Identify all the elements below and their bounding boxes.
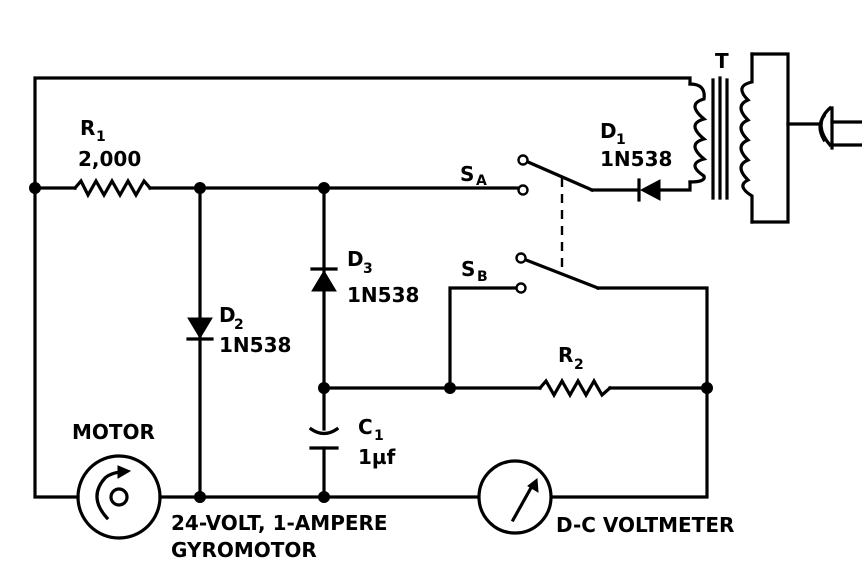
sb-upper-terminal (515, 252, 527, 264)
motor-description-line1: 24-VOLT, 1-AMPERE (171, 511, 388, 535)
c1-value-label: 1µf (358, 445, 396, 469)
capacitor-c1-curved-plate (308, 426, 340, 436)
voltmeter-label: D-C VOLTMETER (556, 513, 734, 537)
voltmeter-needle (510, 483, 535, 523)
diode-d1-triangle (639, 179, 661, 201)
wire-sb-right (596, 286, 709, 390)
wire-d1-xfmr (660, 180, 692, 192)
gyromotor: MOTOR 24-VOLT, 1-AMPERE GYROMOTOR (72, 420, 388, 562)
wire-left-rail (33, 186, 80, 499)
ac-plug-body (818, 113, 827, 143)
voltmeter-needle-arrowhead (527, 478, 539, 493)
transformer-primary-coil (688, 82, 708, 184)
r1-ref-label: R (80, 116, 95, 140)
d3-ref-label: D (347, 247, 364, 271)
r1-value-label: 2,000 (78, 147, 141, 171)
d3-value-label: 1N538 (347, 283, 419, 307)
junction-node (701, 382, 713, 394)
diode-d3-triangle (311, 270, 337, 292)
junctions (29, 182, 713, 503)
sb-ref-label: S (461, 257, 475, 281)
c1-ref-label: C (358, 415, 373, 439)
d1-ref-subscript: 1 (616, 132, 626, 148)
r2-ref-label: R (558, 343, 573, 367)
resistor-r1: R 1 2,000 (72, 116, 153, 199)
sa-ref-label: S (460, 162, 474, 186)
resistor-r2-zigzag (537, 377, 613, 399)
motor-rotation-arrowhead (117, 465, 132, 479)
wire-sb-left (448, 286, 517, 390)
motor-rotor (109, 487, 129, 507)
secondary-loop (750, 52, 790, 224)
junction-node (444, 382, 456, 394)
voltmeter-circle (477, 459, 553, 535)
junction-node (318, 182, 330, 194)
c1-ref-subscript: 1 (374, 428, 384, 444)
junction-node (318, 382, 330, 394)
switch-sb: S B (461, 252, 601, 294)
switch-sa: S A (460, 154, 595, 196)
d2-ref-label: D (219, 303, 236, 327)
sb-ref-subscript: B (477, 269, 488, 285)
wire-meter-right (550, 386, 709, 499)
dc-voltmeter: D-C VOLTMETER (477, 459, 734, 537)
motor-label: MOTOR (72, 420, 155, 444)
d3-ref-subscript: 3 (363, 261, 373, 277)
sa-lower-terminal (517, 184, 529, 196)
junction-node (318, 491, 330, 503)
sa-ref-subscript: A (476, 173, 487, 189)
motor-rotation-arc (95, 470, 126, 521)
diode-d3: D 3 1N538 (310, 247, 419, 307)
r2-ref-subscript: 2 (574, 357, 584, 373)
wire-top-rail (33, 76, 692, 190)
motor-circle (76, 454, 162, 540)
d2-ref-subscript: 2 (234, 317, 244, 333)
sb-switch-arm (523, 257, 601, 291)
sb-lower-terminal (515, 282, 527, 294)
junction-node (194, 182, 206, 194)
junction-node (194, 491, 206, 503)
junction-node (29, 182, 41, 194)
diode-d2-triangle (187, 317, 213, 339)
resistor-r2: R 2 (537, 343, 613, 399)
transformer-secondary-coil (739, 52, 754, 224)
resistor-r1-zigzag (72, 177, 153, 199)
diode-d2: D 2 1N538 (186, 303, 291, 357)
capacitor-c1: C 1 1µf (308, 415, 396, 469)
sa-upper-terminal (517, 154, 529, 166)
r1-ref-subscript: 1 (96, 129, 106, 145)
transformer-t: T (688, 49, 862, 224)
sa-switch-arm (525, 159, 595, 193)
d1-ref-label: D (600, 119, 617, 143)
diode-d1: D 1 1N538 (600, 119, 672, 202)
transformer-ref-label: T (715, 49, 729, 73)
d1-value-label: 1N538 (600, 147, 672, 171)
motor-description-line2: GYROMOTOR (171, 538, 317, 562)
d2-value-label: 1N538 (219, 333, 291, 357)
